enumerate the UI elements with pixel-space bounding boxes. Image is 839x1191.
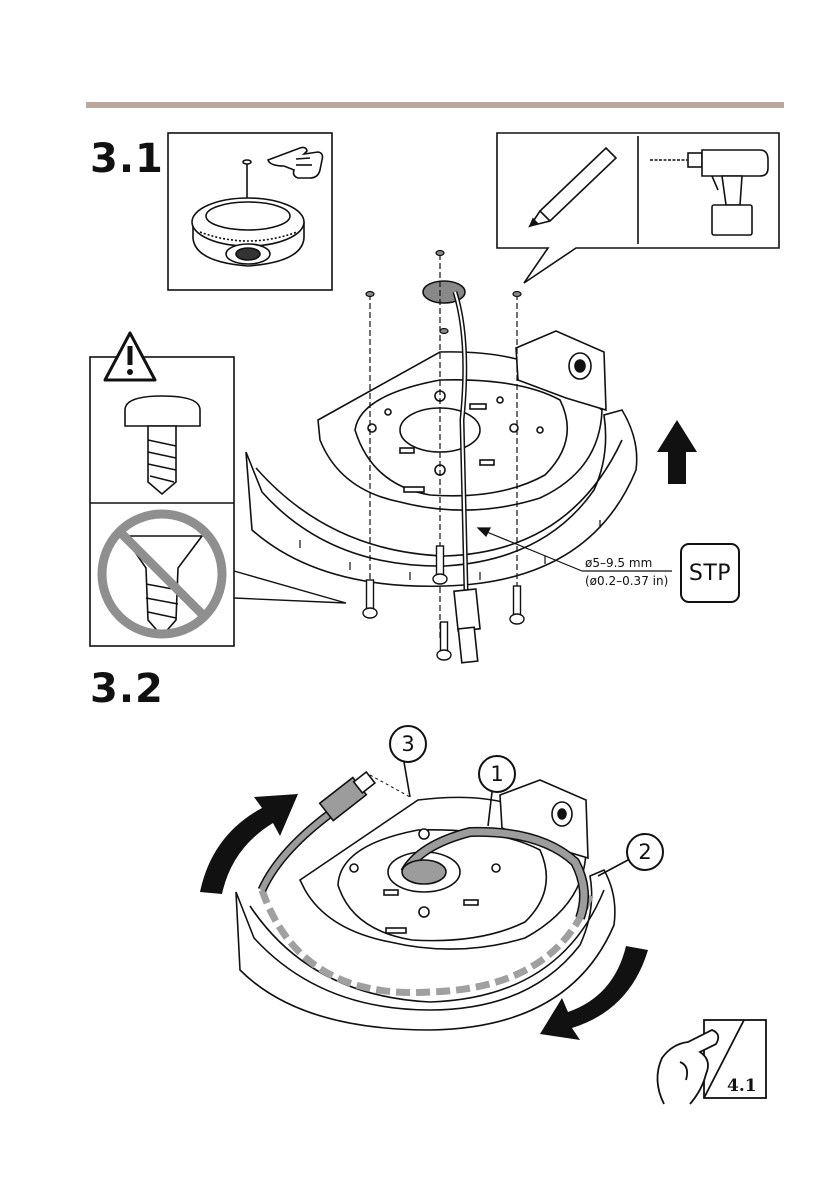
mounting-bracket-3-2: [236, 780, 615, 1030]
arrow-up-icon: [657, 420, 697, 484]
tools-panel: [497, 133, 779, 283]
cable-diameter-in: (ø0.2–0.37 in): [585, 574, 668, 588]
callout-2: 2: [626, 833, 664, 871]
callout-3: 3: [389, 725, 427, 763]
cable-diameter-mm: ø5–9.5 mm: [585, 556, 652, 570]
screw-warning-panel: [90, 333, 346, 646]
stp-cable-badge: STP: [680, 543, 740, 603]
next-step-reference: 4.1: [727, 1076, 757, 1096]
camera-reference-panel: [168, 133, 332, 290]
callout-1: 1: [478, 755, 516, 793]
